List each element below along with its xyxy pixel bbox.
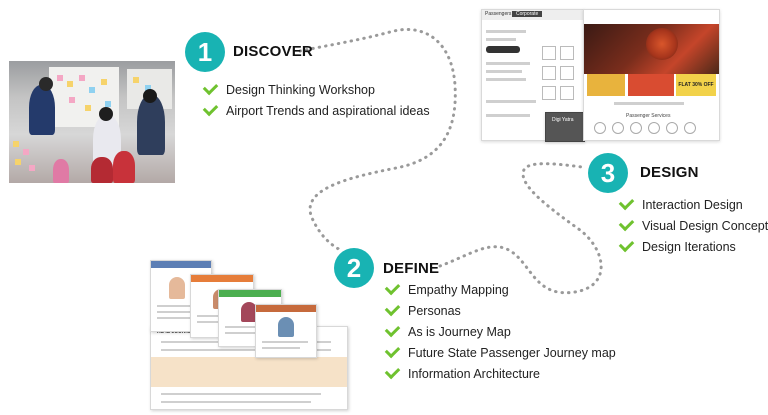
step-2-list: Empathy Mapping Personas As is Journey M… — [384, 279, 616, 384]
digi-yatra-card: Digi Yatra — [545, 112, 585, 142]
check-icon — [202, 100, 219, 117]
workshop-photo — [9, 61, 175, 183]
check-icon — [384, 279, 401, 296]
step-1-title: DISCOVER — [233, 43, 313, 60]
list-item: Personas — [384, 300, 616, 321]
persona-card-4 — [255, 304, 317, 358]
check-icon — [618, 215, 635, 232]
step-1-list: Design Thinking Workshop Airport Trends … — [202, 79, 430, 121]
check-icon — [618, 194, 635, 211]
list-item: As is Journey Map — [384, 321, 616, 342]
digi-yatra-label: Digi Yatra — [552, 117, 574, 123]
list-item: Interaction Design — [618, 194, 768, 215]
list-item: Information Architecture — [384, 363, 616, 384]
web-section-label: Passenger Services — [626, 113, 671, 119]
step-1-badge: 1 — [185, 32, 225, 72]
list-item: Design Iterations — [618, 236, 768, 257]
step-3-title: DESIGN — [640, 164, 699, 181]
check-icon — [384, 342, 401, 359]
step-2-title: DEFINE — [383, 260, 440, 277]
step-2-badge: 2 — [334, 248, 374, 288]
web-mockup: FLAT 30% OFF Passenger Services — [583, 9, 720, 141]
check-icon — [202, 79, 219, 96]
check-icon — [384, 321, 401, 338]
list-item: Visual Design Concepts — [618, 215, 768, 236]
list-item: Future State Passenger Journey map — [384, 342, 616, 363]
check-icon — [384, 300, 401, 317]
step-3-badge: 3 — [588, 153, 628, 193]
list-item: Airport Trends and aspirational ideas — [202, 100, 430, 121]
check-icon — [618, 236, 635, 253]
doc-section-label: AS IS JOURNEY MAP — [157, 329, 209, 335]
web-offer-label: FLAT 30% OFF — [676, 74, 716, 96]
check-icon — [384, 363, 401, 380]
app-tab-corporate: Corporate — [512, 11, 543, 17]
step-3-list: Interaction Design Visual Design Concept… — [618, 194, 768, 257]
list-item: Empathy Mapping — [384, 279, 616, 300]
list-item: Design Thinking Workshop — [202, 79, 430, 100]
app-tab-passengers: Passengers — [485, 11, 512, 17]
